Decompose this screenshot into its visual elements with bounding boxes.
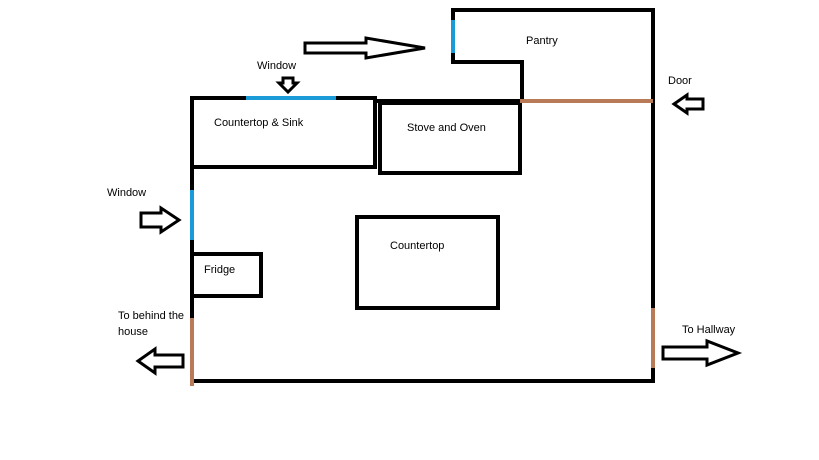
countertop-box — [355, 215, 500, 310]
label-pantry: Pantry — [526, 35, 558, 47]
countertop-sink-box — [190, 96, 377, 169]
label-window-top: Window — [257, 60, 297, 72]
arrow-left-behind-icon — [135, 346, 185, 376]
label-behind-house-line1: To behind the — [118, 310, 185, 322]
label-window-left: Window — [107, 187, 147, 199]
label-countertop: Countertop — [390, 240, 445, 252]
label-hallway: To Hallway — [682, 324, 736, 336]
arrow-down-window-icon — [275, 76, 301, 95]
stove-oven-box — [378, 101, 522, 175]
label-stove-oven: Stove and Oven — [407, 122, 486, 134]
fridge-box — [190, 252, 263, 298]
arrow-left-door-icon — [671, 92, 705, 116]
label-behind-house-line2: house — [118, 326, 148, 338]
label-fridge: Fridge — [204, 264, 236, 276]
arrow-right-pantry-icon — [303, 36, 426, 60]
arrow-right-window-icon — [139, 205, 182, 235]
arrow-right-hallway-icon — [661, 338, 743, 368]
label-door: Door — [668, 75, 692, 87]
label-countertop-sink: Countertop & Sink — [214, 117, 304, 129]
